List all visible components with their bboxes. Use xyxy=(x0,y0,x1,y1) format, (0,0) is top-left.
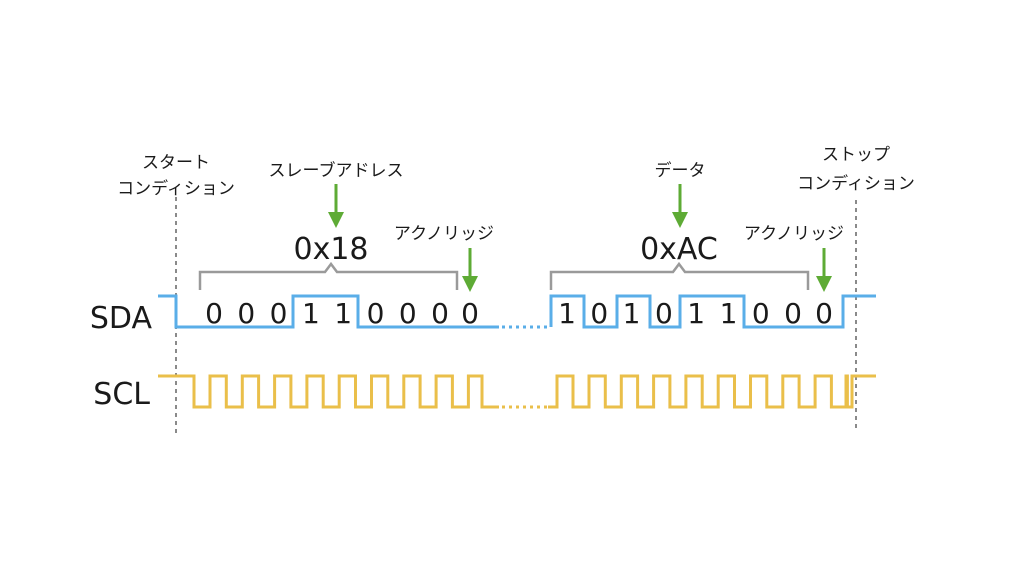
slave-address-label: スレーブアドレス xyxy=(269,160,404,181)
sda-waveform xyxy=(158,294,876,329)
data-arrow-icon xyxy=(672,184,688,228)
address-bit-6: 0 xyxy=(399,297,417,330)
scl-waveform xyxy=(158,374,876,409)
data-label: データ xyxy=(655,160,706,181)
ack1-arrow-icon xyxy=(462,248,478,292)
data-hex: 0xAC xyxy=(640,232,718,267)
data-bit-2: 1 xyxy=(623,297,641,330)
slave-address-arrow-icon xyxy=(328,184,344,228)
data-bracket xyxy=(549,261,810,290)
address-bit-3: 1 xyxy=(302,297,320,330)
address-bit-4: 1 xyxy=(334,297,352,330)
stop-condition-label-line1: ストップ xyxy=(822,145,890,165)
start-condition-label-line1: スタート xyxy=(142,153,210,173)
ack1-bit: 0 xyxy=(461,297,479,330)
address-bit-1: 0 xyxy=(237,297,255,330)
data-bit-7: 0 xyxy=(784,297,802,330)
address-bit-0: 0 xyxy=(205,297,223,330)
data-bit-1: 0 xyxy=(590,297,608,330)
scl-label: SCL xyxy=(93,377,150,412)
address-bit-7: 0 xyxy=(431,297,449,330)
ack2-bit: 0 xyxy=(815,297,833,330)
data-bit-5: 1 xyxy=(720,297,738,330)
ack2-label: アクノリッジ xyxy=(744,224,844,244)
address-bracket xyxy=(198,261,459,290)
data-bit-3: 0 xyxy=(655,297,673,330)
start-condition-label-line2: コンディション xyxy=(117,178,235,199)
sda-label: SDA xyxy=(90,301,153,336)
data-bit-0: 1 xyxy=(558,297,576,330)
ack2-arrow-icon xyxy=(816,248,832,292)
address-bit-2: 0 xyxy=(270,297,288,330)
ack1-label: アクノリッジ xyxy=(394,224,494,244)
address-bit-5: 0 xyxy=(367,297,385,330)
address-hex: 0x18 xyxy=(293,232,368,267)
stop-condition-label-line2: コンディション xyxy=(797,173,915,194)
data-bit-4: 1 xyxy=(687,297,705,330)
data-bit-6: 0 xyxy=(752,297,770,330)
